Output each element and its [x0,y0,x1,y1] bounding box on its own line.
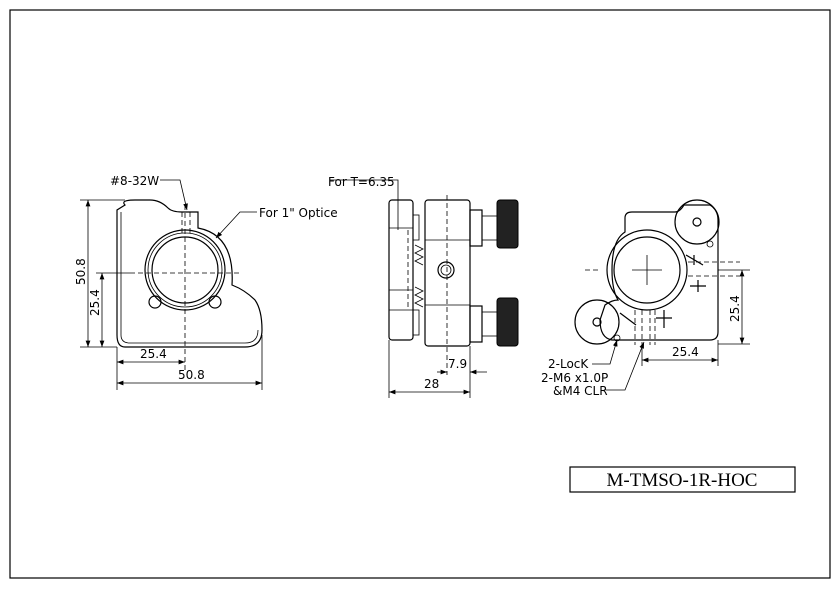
part-number: M-TMSO-1R-HOC [607,470,758,491]
side-dim-depth: 28 [424,377,439,391]
front-dim-height: 50.8 [74,258,88,285]
drawing-frame [9,9,831,579]
optic-label: For 1" Optice [259,206,338,220]
thread-label: #8-32W [110,174,159,188]
rear-dim-height: 25.4 [728,295,742,322]
front-dim-center-height: 25.4 [88,289,102,316]
front-dim-width: 50.8 [178,368,205,382]
front-view: 50.8 25.4 25.4 50.8 #8-32W For 1" Optice [74,174,338,390]
front-dim-center-width: 25.4 [140,347,167,361]
mount-label-line1: 2-M6 x1.0P [541,371,608,385]
lock-label: 2-LocK [548,357,589,371]
part-number-box [569,466,796,493]
knob-icon [496,199,519,249]
mount-label-line2: &M4 CLR [553,384,608,398]
rear-view: 25.4 25.4 2-LocK 2-M6 x1.0P &M4 CLR [541,199,750,398]
side-dim-offset: 7.9 [448,357,467,371]
rear-dim-width: 25.4 [672,345,699,359]
knob-icon [496,297,519,347]
thickness-label: For T=6.35 [328,175,395,189]
side-view: For T=6.35 7.9 28 [328,175,519,398]
